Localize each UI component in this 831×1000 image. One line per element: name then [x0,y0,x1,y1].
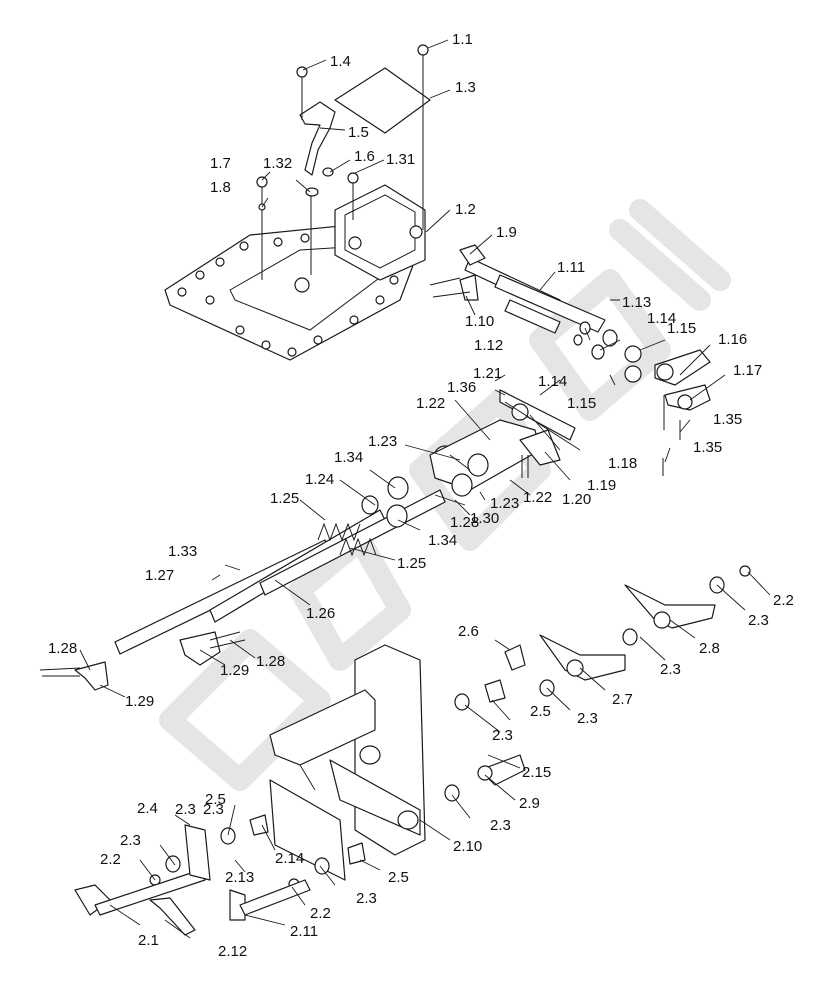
callout-2-3-c: 2.3 [577,710,598,727]
callout-2-3-h: 2.3 [490,817,511,834]
callout-1-11: 1.11 [557,259,585,276]
callout-2-2-b: 2.2 [100,851,121,868]
callout-1-34-a: 1.34 [334,449,363,466]
callout-1-1: 1.1 [452,31,473,48]
callout-2-3-e: 2.3 [203,801,224,818]
callout-1-32: 1.32 [263,155,292,172]
callout-1-6: 1.6 [354,148,375,165]
bent-pipe [299,101,336,176]
callout-1-22-b: 1.22 [523,489,552,506]
callout-1-2: 1.2 [455,201,476,218]
plate-bolt-holes [177,225,423,357]
callout-2-4: 2.4 [137,800,158,817]
shift-shaft-assembly [39,244,711,691]
callout-2-11: 2.11 [290,923,318,940]
callout-2-5-b: 2.5 [205,791,226,808]
callout-2-3-a: 2.3 [748,612,769,629]
callout-1-35-a: 1.35 [713,411,742,428]
callout-2-15: 2.15 [522,764,551,781]
callout-2-3-b: 2.3 [660,661,681,678]
callout-2-6: 2.6 [458,623,479,640]
callout-1-25-b: 1.25 [397,555,426,572]
callout-1-34-b: 1.34 [428,532,457,549]
callout-1-33: 1.33 [168,543,197,560]
callout-1-3: 1.3 [455,79,476,96]
callout-2-9: 2.9 [519,795,540,812]
callout-1-9: 1.9 [496,224,517,241]
callout-1-10: 1.10 [465,313,494,330]
callout-1-31: 1.31 [386,151,415,168]
callout-2-3-i: 2.3 [175,801,196,818]
callout-1-23-b: 1.23 [490,495,519,512]
callout-1-16: 1.16 [718,331,747,348]
callout-1-22-a: 1.22 [416,395,445,412]
callout-1-28-a: 1.28 [450,514,479,531]
callout-1-26: 1.26 [306,605,335,622]
callout-labels: 1.1 1.2 1.3 1.4 1.5 1.6 1.7 1.8 1.9 1.10… [48,31,794,960]
callout-2-2-c: 2.2 [310,905,331,922]
pedal-bracket-assembly [74,565,751,936]
callout-2-8: 2.8 [699,640,720,657]
springs [317,522,377,557]
callout-1-25-a: 1.25 [270,490,299,507]
cover-plate [334,67,431,134]
callout-2-1: 2.1 [138,932,159,949]
callout-1-27: 1.27 [145,567,174,584]
callout-2-3-d: 2.3 [492,727,513,744]
callout-1-5: 1.5 [348,124,369,141]
callout-1-28-b: 1.28 [48,640,77,657]
callout-2-3-f: 2.3 [120,832,141,849]
callout-2-12: 2.12 [218,943,247,960]
callout-2-2-a: 2.2 [773,592,794,609]
callout-1-28-c: 1.28 [256,653,285,670]
callout-1-21: 1.21 [473,365,502,382]
callout-1-7: 1.7 [210,155,231,172]
callout-1-18: 1.18 [608,455,637,472]
callout-2-5-c: 2.5 [388,869,409,886]
callout-1-19: 1.19 [587,477,616,494]
callout-1-35-b: 1.35 [693,439,722,456]
callout-1-12: 1.12 [474,337,503,354]
callout-1-36: 1.36 [447,379,476,396]
callout-1-14-a: 1.14 [647,310,676,327]
callout-2-13: 2.13 [225,869,254,886]
callout-1-23-a: 1.23 [368,433,397,450]
callout-1-13: 1.13 [622,294,651,311]
callout-1-14-b: 1.14 [538,373,567,390]
callout-1-15-b: 1.15 [567,395,596,412]
callout-2-3-g: 2.3 [356,890,377,907]
callout-2-14: 2.14 [275,850,304,867]
callout-1-20: 1.20 [562,491,591,508]
callout-1-8: 1.8 [210,179,231,196]
callout-1-24: 1.24 [305,471,334,488]
callout-1-17: 1.17 [733,362,762,379]
leader-lines [79,39,771,939]
callout-2-7: 2.7 [612,691,633,708]
callout-2-10: 2.10 [453,838,482,855]
top-cover-housing [164,44,431,361]
callout-1-29-b: 1.29 [125,693,154,710]
callout-1-4: 1.4 [330,53,351,70]
callout-2-5-a: 2.5 [530,703,551,720]
callout-1-29-a: 1.29 [220,662,249,679]
callout-1-30: 1.30 [470,510,499,527]
callout-1-15-a: 1.15 [667,320,696,337]
